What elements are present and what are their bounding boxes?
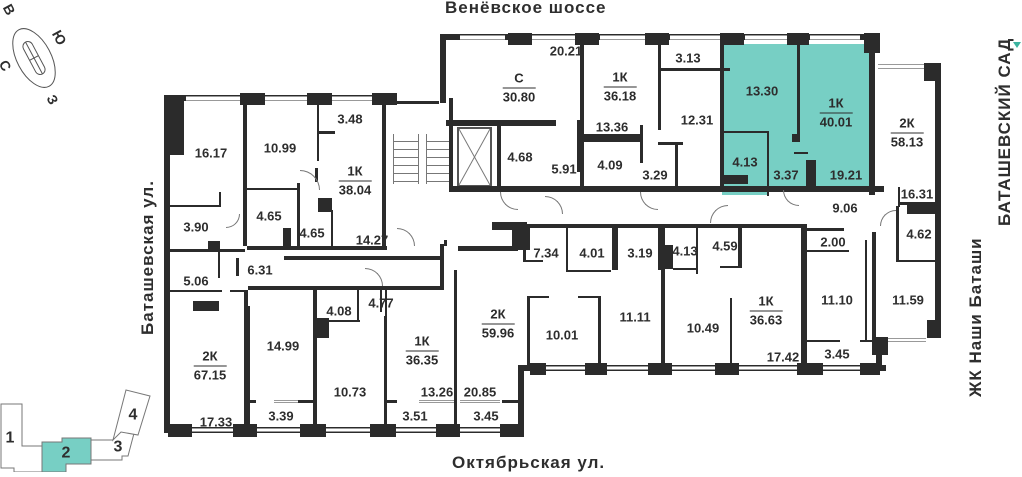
room-area: 4.09 xyxy=(597,157,623,173)
room-area: 13.26 xyxy=(420,384,454,400)
room-area: 9.06 xyxy=(832,200,858,216)
room-area: 10.99 xyxy=(263,140,297,156)
apartment-label-studio-30[interactable]: С 30.80 xyxy=(502,70,536,105)
room-area: 3.13 xyxy=(675,50,701,66)
section-minimap: 1 2 3 4 xyxy=(0,380,160,473)
room-area: 4.65 xyxy=(299,225,325,241)
room-area: 3.90 xyxy=(183,219,209,235)
apartment-label-1k-40-selected[interactable]: 1К 40.01 xyxy=(819,95,853,130)
room-area: 13.36 xyxy=(595,119,629,135)
section-1[interactable]: 1 xyxy=(5,429,15,447)
room-area: 3.39 xyxy=(268,408,294,424)
apartment-label-1k-36-63[interactable]: 1К 36.63 xyxy=(749,293,783,328)
room-area: 2.00 xyxy=(820,234,846,250)
elevator xyxy=(457,127,492,187)
room-area: 3.19 xyxy=(627,245,653,261)
room-area: 14.27 xyxy=(355,232,389,248)
room-area: 20.85 xyxy=(463,384,497,400)
compass: В Ю С З xyxy=(0,0,80,110)
room-area: 4.62 xyxy=(906,226,932,242)
room-area: 4.08 xyxy=(326,303,352,319)
apartment-label-2k-59[interactable]: 2К 59.96 xyxy=(481,306,515,341)
section-2[interactable]: 2 xyxy=(61,444,71,462)
room-area: 4.65 xyxy=(256,208,282,224)
room-area: 11.10 xyxy=(821,292,853,308)
room-area: 16.17 xyxy=(194,145,228,161)
room-area: 4.68 xyxy=(507,149,533,165)
compass-icon xyxy=(12,28,56,88)
street-bottom: Октябрьская ул. xyxy=(452,453,606,472)
room-area: 10.01 xyxy=(545,327,579,343)
room-area: 19.21 xyxy=(829,167,863,183)
staircase xyxy=(393,134,419,184)
room-area: 12.31 xyxy=(680,112,714,128)
room-area: 11.59 xyxy=(892,292,924,308)
room-area: 17.42 xyxy=(766,349,800,365)
room-area: 4.13 xyxy=(732,154,758,170)
apartment-selected-fill[interactable] xyxy=(722,44,869,189)
room-area: 4.77 xyxy=(368,295,394,311)
section-3[interactable]: 3 xyxy=(113,438,123,456)
room-area: 3.37 xyxy=(773,167,799,183)
apartment-label-2k-58[interactable]: 2К 58.13 xyxy=(890,115,924,150)
apartment-label-1k-36-18[interactable]: 1К 36.18 xyxy=(603,69,637,104)
room-area: 3.45 xyxy=(473,408,499,424)
room-area: 6.31 xyxy=(247,262,273,278)
room-area: 4.13 xyxy=(672,243,698,259)
apartment-label-1k-38[interactable]: 1К 38.04 xyxy=(338,163,372,198)
room-area: 3.45 xyxy=(824,346,850,362)
room-area: 13.30 xyxy=(745,83,779,99)
room-area: 4.59 xyxy=(712,238,738,254)
room-area: 5.06 xyxy=(183,273,209,289)
apartment-label-1k-36-35[interactable]: 1К 36.35 xyxy=(405,333,439,368)
room-area: 3.48 xyxy=(337,111,363,127)
room-area: 17.33 xyxy=(199,414,233,430)
apartment-label-2k-67[interactable]: 2К 67.15 xyxy=(193,348,227,383)
room-area: 20.21 xyxy=(549,43,583,59)
garden-marker-icon xyxy=(1013,42,1021,48)
room-area: 4.01 xyxy=(579,245,605,261)
room-area: 11.11 xyxy=(619,309,651,325)
room-area: 5.91 xyxy=(551,161,577,177)
room-area: 14.99 xyxy=(266,338,300,354)
room-area: 10.73 xyxy=(333,384,367,400)
room-area: 16.31 xyxy=(900,186,934,202)
room-area: 3.29 xyxy=(642,167,668,183)
room-area: 10.49 xyxy=(686,320,720,336)
section-4[interactable]: 4 xyxy=(128,406,138,424)
street-top: Венёвское шоссе xyxy=(445,0,607,17)
room-area: 3.51 xyxy=(402,408,428,424)
room-area: 7.34 xyxy=(533,245,559,261)
